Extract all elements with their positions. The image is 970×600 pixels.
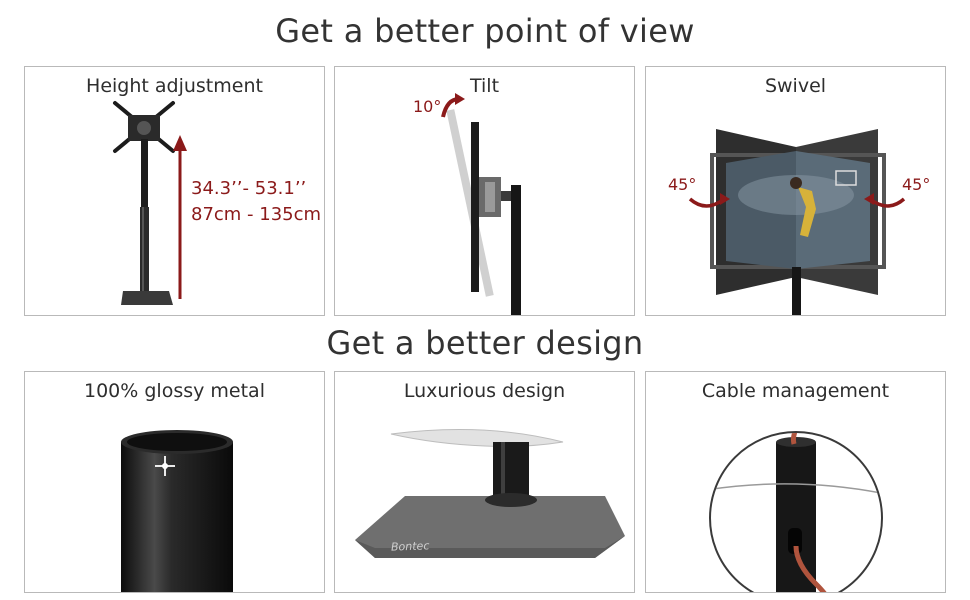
swivel-left-angle: 45° [668, 175, 697, 194]
tilt-label: Tilt [469, 75, 500, 97]
stand-base-illustration [355, 429, 625, 558]
swivel-label: Swivel [764, 75, 827, 97]
tilt-angle-label: 10° [413, 97, 442, 116]
swivel-tv-illustration [688, 129, 906, 315]
panel-luxurious-design: Luxurious design Bontec [334, 371, 635, 593]
height-stand-illustration [113, 101, 187, 305]
tilt-stand-illustration [441, 93, 521, 315]
cable-management-label: Cable management [701, 380, 890, 402]
panel-cable-management: Cable management [645, 371, 946, 593]
panel-height-adjustment: Height adjustment 34.3’’- 53.1’’ 87cm - … [24, 66, 325, 316]
luxurious-design-label: Luxurious design [403, 380, 566, 402]
height-range-cm: 87cm - 135cm [191, 204, 322, 225]
panel-tilt: Tilt 10° [334, 66, 635, 316]
panel-glossy-metal: 100% glossy metal [24, 371, 325, 593]
brand-logo: Bontec [390, 539, 430, 554]
height-range-inches: 34.3’’- 53.1’’ [191, 178, 307, 199]
swivel-right-angle: 45° [902, 175, 931, 194]
glossy-metal-label: 100% glossy metal [84, 380, 265, 402]
cable-pole-illustration [709, 431, 883, 592]
glossy-pole-illustration [121, 430, 233, 592]
height-adjustment-label: Height adjustment [86, 75, 263, 97]
section-title-point-of-view: Get a better point of view [275, 12, 695, 50]
section-title-better-design: Get a better design [326, 324, 644, 362]
panel-swivel: Swivel 45° 45° [645, 66, 946, 316]
